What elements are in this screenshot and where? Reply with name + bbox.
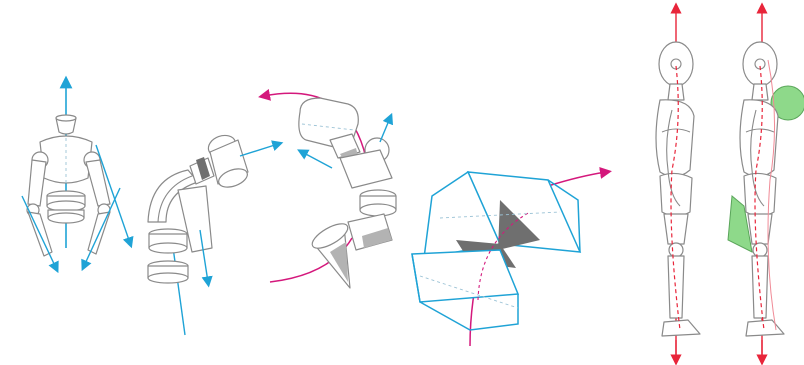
standing-figure-profile — [656, 8, 700, 364]
bent-box-volume — [412, 172, 606, 346]
standing-figure-profile-with-masses — [728, 8, 804, 364]
mannequin-torso-front — [22, 82, 130, 268]
spiral-joint-chain — [264, 93, 396, 288]
curved-joint-chain — [148, 132, 278, 335]
